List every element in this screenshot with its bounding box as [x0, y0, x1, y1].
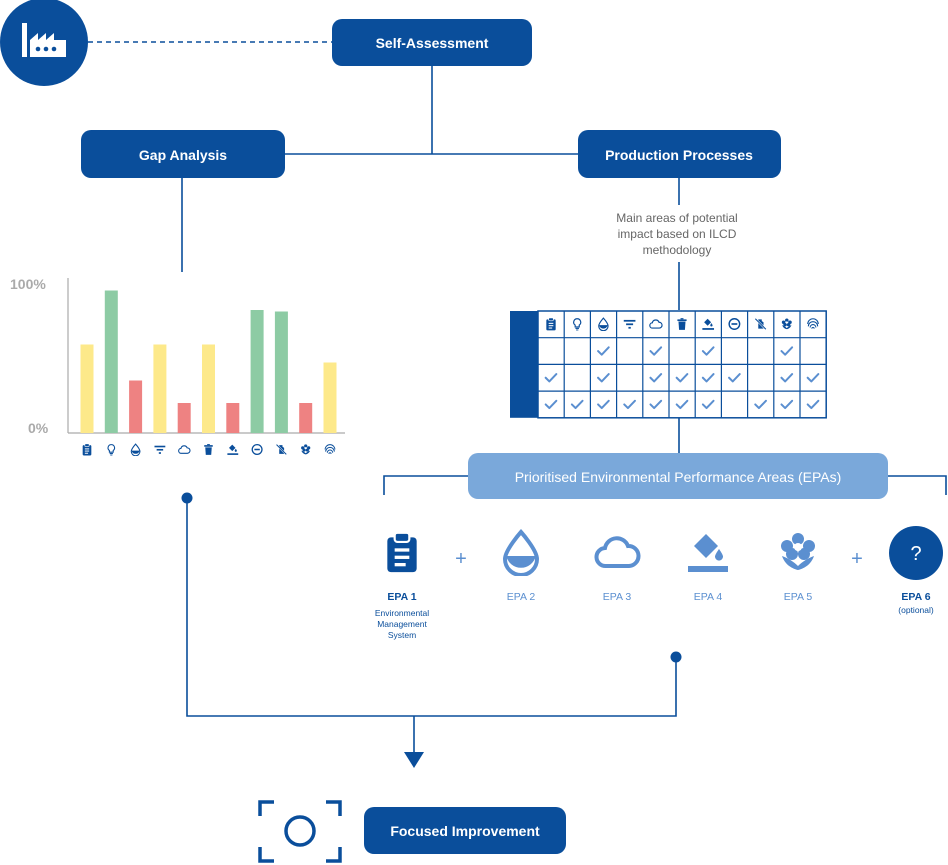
bar-cloud	[177, 403, 191, 433]
epa-desc: Management	[377, 619, 427, 629]
cloud-icon	[594, 536, 641, 569]
bar-clipboard	[80, 344, 94, 433]
plus-icon: +	[455, 548, 467, 570]
bar-paint	[226, 403, 240, 433]
epa-desc: (optional)	[898, 605, 934, 615]
epa-item-3: EPA 3	[594, 536, 641, 603]
epa-label: EPA 3	[603, 591, 632, 603]
flower-icon	[301, 444, 311, 455]
production-processes-node[interactable]: Production Processes	[578, 130, 781, 178]
connector-dot	[181, 492, 193, 504]
no-pesticide-icon	[275, 443, 288, 456]
cloud-icon	[178, 445, 191, 454]
trash-icon	[204, 444, 213, 455]
bar-lightbulb	[104, 290, 118, 433]
self-assessment-node[interactable]: Self-Assessment	[332, 19, 532, 66]
bar-minus-circle	[250, 310, 264, 433]
paint-bucket-icon	[227, 444, 239, 455]
clipboard-icon	[545, 317, 557, 331]
epa-item-2: EPA 2	[503, 530, 539, 603]
question-icon	[889, 526, 943, 580]
note-line-3: methodology	[643, 243, 712, 257]
clipboard-icon	[82, 443, 92, 456]
minus-circle-icon	[251, 443, 263, 456]
question-mark: ?	[910, 543, 921, 565]
lightbulb-icon	[107, 444, 116, 456]
bar-filter	[153, 344, 167, 433]
epa-label: EPA 2	[507, 591, 536, 603]
prioritised-epas-label: Prioritised Environmental Performance Ar…	[515, 469, 842, 485]
epa-label: EPA 6	[901, 591, 930, 603]
epa-item-4: EPA 4	[688, 534, 728, 603]
epa-bracket-right	[888, 475, 947, 495]
bar-fingerprint	[323, 362, 337, 433]
focused-improvement-node[interactable]: Focused Improvement	[364, 807, 566, 854]
plus-icon: +	[851, 548, 863, 570]
focused-improvement-label: Focused Improvement	[390, 823, 540, 839]
epa-desc: Environmental	[375, 608, 429, 618]
connector-lines	[88, 41, 947, 752]
fingerprint-icon	[324, 444, 336, 455]
y-tick-0: 0%	[28, 420, 49, 436]
factory-icon	[0, 0, 88, 86]
focus-icon	[258, 800, 342, 863]
epa-item-5: EPA 5	[781, 533, 815, 603]
bar-trash	[202, 344, 215, 433]
epa-label: EPA 4	[694, 591, 723, 603]
epa-item-6: ? EPA 6 (optional)	[889, 526, 943, 615]
link-chart-to-focus	[186, 498, 677, 717]
main-areas-note: Main areas of potential impact based on …	[590, 206, 768, 262]
matrix-row-header	[510, 311, 538, 418]
water-drop-icon	[503, 530, 539, 576]
water-drop-icon	[130, 443, 141, 456]
y-tick-100: 100%	[10, 276, 46, 292]
clipboard-icon	[386, 531, 418, 574]
flower-icon	[781, 533, 815, 570]
epa-label: EPA 1	[387, 591, 416, 603]
note-line-2: impact based on ILCD	[618, 227, 737, 241]
self-assessment-label: Self-Assessment	[376, 35, 489, 51]
production-processes-label: Production Processes	[605, 147, 753, 163]
gap-analysis-label: Gap Analysis	[139, 147, 227, 163]
epa-desc: System	[388, 630, 416, 640]
gap-analysis-chart: 100% 0%	[10, 276, 345, 456]
arrow-down-icon	[404, 752, 424, 768]
paint-bucket-icon	[688, 534, 728, 572]
bar-pesticide	[274, 311, 288, 433]
gap-analysis-node[interactable]: Gap Analysis	[81, 130, 285, 178]
bar-water	[129, 380, 143, 433]
epa-bracket	[383, 475, 468, 495]
impact-matrix	[510, 310, 827, 419]
epa-label: EPA 5	[784, 591, 813, 603]
note-line-1: Main areas of potential	[616, 211, 737, 225]
connector-dot	[670, 651, 682, 663]
bar-flower	[299, 403, 313, 433]
filter-icon	[154, 445, 166, 454]
prioritised-epas-node[interactable]: Prioritised Environmental Performance Ar…	[468, 453, 888, 499]
